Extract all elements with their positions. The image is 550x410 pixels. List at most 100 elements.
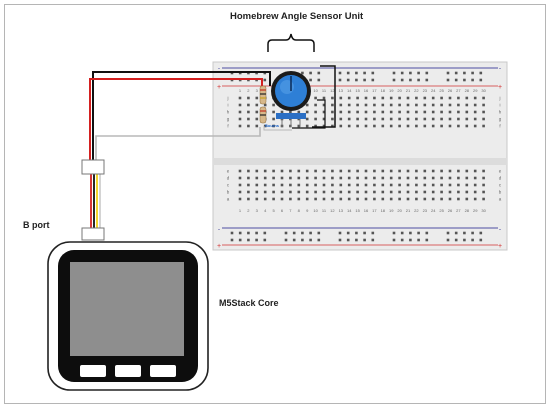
breadboard-hole xyxy=(431,197,435,201)
breadboard-hole xyxy=(314,110,317,114)
breadboard-hole xyxy=(473,96,477,100)
breadboard-hole xyxy=(482,169,485,173)
breadboard-hole xyxy=(409,238,412,242)
breadboard-hole xyxy=(440,197,443,201)
breadboard-hole xyxy=(423,103,427,107)
column-number: 8 xyxy=(298,208,301,213)
breadboard-hole xyxy=(465,190,469,194)
row-letter: i xyxy=(500,103,501,108)
breadboard-hole xyxy=(247,103,250,107)
column-number: 9 xyxy=(306,208,309,213)
breadboard-hole xyxy=(364,190,368,194)
breadboard-hole xyxy=(423,197,427,201)
breadboard-hole xyxy=(314,197,317,201)
breadboard-hole xyxy=(389,96,393,100)
column-number: 21 xyxy=(406,88,411,93)
column-number: 15 xyxy=(355,88,360,93)
breadboard-hole xyxy=(457,169,460,173)
breadboard-hole xyxy=(389,103,393,107)
breadboard-hole xyxy=(289,169,292,173)
breadboard-hole xyxy=(471,231,474,235)
breadboard-hole xyxy=(392,71,396,75)
column-number: 26 xyxy=(448,208,453,213)
breadboard-hole xyxy=(415,169,418,173)
breadboard-hole xyxy=(355,71,358,75)
breadboard-hole xyxy=(400,238,404,242)
breadboard-hole xyxy=(415,103,418,107)
red-wire-upper xyxy=(89,78,263,160)
breadboard-hole xyxy=(381,169,385,173)
breadboard-hole xyxy=(440,117,443,121)
breadboard-hole xyxy=(448,197,452,201)
breadboard-hole xyxy=(409,71,412,75)
breadboard-hole xyxy=(373,117,376,121)
breadboard-hole xyxy=(347,197,351,201)
breadboard-hole xyxy=(356,103,359,107)
breadboard-hole xyxy=(238,197,242,201)
breadboard-hole xyxy=(331,124,334,128)
breadboard-hole xyxy=(322,176,326,180)
breadboard-hole xyxy=(364,176,368,180)
breadboard-hole xyxy=(398,190,401,194)
row-letter: d xyxy=(227,176,230,181)
breadboard-hole xyxy=(255,117,259,121)
breadboard-hole xyxy=(289,197,292,201)
breadboard-hole xyxy=(263,176,267,180)
breadboard-hole xyxy=(364,183,368,187)
breadboard-hole xyxy=(423,190,427,194)
breadboard-hole xyxy=(463,71,466,75)
breadboard-hole xyxy=(363,238,366,242)
breadboard-hole xyxy=(465,169,469,173)
breadboard-hole xyxy=(406,169,410,173)
column-number: 7 xyxy=(289,208,292,213)
breadboard-hole xyxy=(255,183,259,187)
column-number: 16 xyxy=(364,208,369,213)
breadboard-hole xyxy=(473,190,477,194)
row-letter: a xyxy=(499,197,502,202)
breadboard-hole xyxy=(255,110,259,114)
breadboard-hole xyxy=(238,103,242,107)
breadboard-hole xyxy=(284,231,288,235)
breadboard-hole xyxy=(322,117,326,121)
breadboard-hole xyxy=(347,110,351,114)
breadboard-hole xyxy=(314,103,317,107)
breadboard-hole xyxy=(406,117,410,121)
column-number: 2 xyxy=(247,88,250,93)
breadboard-hole xyxy=(482,190,485,194)
breadboard-hole xyxy=(297,190,301,194)
breadboard-hole xyxy=(423,169,427,173)
column-number: 29 xyxy=(473,208,478,213)
column-number: 28 xyxy=(465,88,470,93)
breadboard-hole xyxy=(322,96,326,100)
breadboard-hole xyxy=(381,197,385,201)
column-number: 1 xyxy=(239,208,242,213)
breadboard-hole xyxy=(457,110,460,114)
breadboard-hole xyxy=(280,183,284,187)
breadboard-hole xyxy=(371,71,375,75)
breadboard-hole xyxy=(339,197,343,201)
breadboard-hole xyxy=(398,176,401,180)
breadboard-hole xyxy=(255,190,259,194)
breadboard-hole xyxy=(347,190,351,194)
breadboard-hole xyxy=(255,124,259,128)
breadboard-hole xyxy=(247,231,250,235)
breadboard-hole xyxy=(355,231,358,235)
breadboard-hole xyxy=(482,96,485,100)
breadboard-hole xyxy=(415,183,418,187)
breadboard-hole xyxy=(389,176,393,180)
breadboard-hole xyxy=(415,96,418,100)
breadboard-hole xyxy=(280,176,284,180)
breadboard-hole xyxy=(465,110,469,114)
breadboard-hole xyxy=(482,110,485,114)
breadboard-hole xyxy=(482,124,485,128)
breadboard-hole xyxy=(331,190,334,194)
breadboard-hole xyxy=(389,183,393,187)
breadboard-hole xyxy=(272,197,275,201)
breadboard-hole xyxy=(331,169,334,173)
breadboard-hole xyxy=(415,176,418,180)
breadboard-hole xyxy=(297,169,301,173)
breadboard-hole xyxy=(373,96,376,100)
breadboard-hole xyxy=(457,96,460,100)
breadboard-hole xyxy=(297,124,301,128)
